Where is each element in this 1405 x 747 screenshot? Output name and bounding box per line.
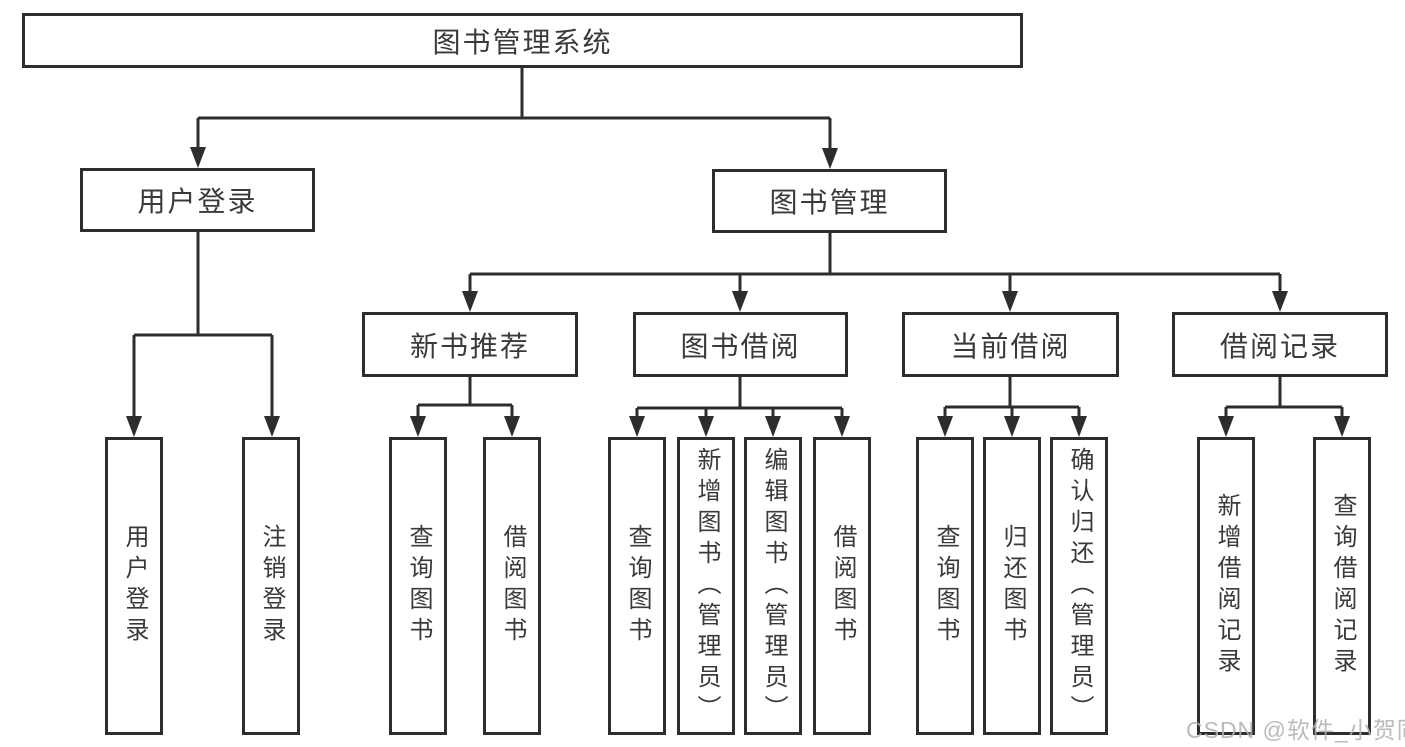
- leaf-query-books: 查询图书: [389, 437, 447, 735]
- leaf-query-books: 查询图书: [916, 437, 974, 735]
- node-user-login: 用户登录: [80, 168, 315, 232]
- node-borrow-records: 借阅记录: [1172, 312, 1388, 377]
- leaf-borrow-books: 借阅图书: [813, 437, 871, 735]
- node-book-management: 图书管理: [712, 169, 947, 233]
- node-current-borrowing: 当前借阅: [902, 312, 1119, 377]
- node-library-system: 图书管理系统: [22, 13, 1023, 68]
- leaf-query-books: 查询图书: [608, 437, 666, 735]
- csdn-watermark: CSDN @软件_小贺同学: [1186, 717, 1405, 743]
- leaf-borrow-books: 借阅图书: [483, 437, 541, 735]
- leaf-return-books: 归还图书: [983, 437, 1041, 735]
- leaf-user-login: 用户登录: [105, 437, 163, 735]
- leaf-add-book-admin: 新增图书（管理员）: [677, 437, 735, 735]
- leaf-logout: 注销登录: [242, 437, 300, 735]
- leaf-add-borrow-record: 新增借阅记录: [1197, 437, 1255, 735]
- node-new-book-recommend: 新书推荐: [362, 312, 578, 377]
- leaf-confirm-return-admin: 确认归还（管理员）: [1050, 437, 1108, 735]
- leaf-edit-book-admin: 编辑图书（管理员）: [744, 437, 802, 735]
- node-book-borrowing: 图书借阅: [633, 312, 848, 377]
- leaf-query-borrow-record: 查询借阅记录: [1313, 437, 1371, 735]
